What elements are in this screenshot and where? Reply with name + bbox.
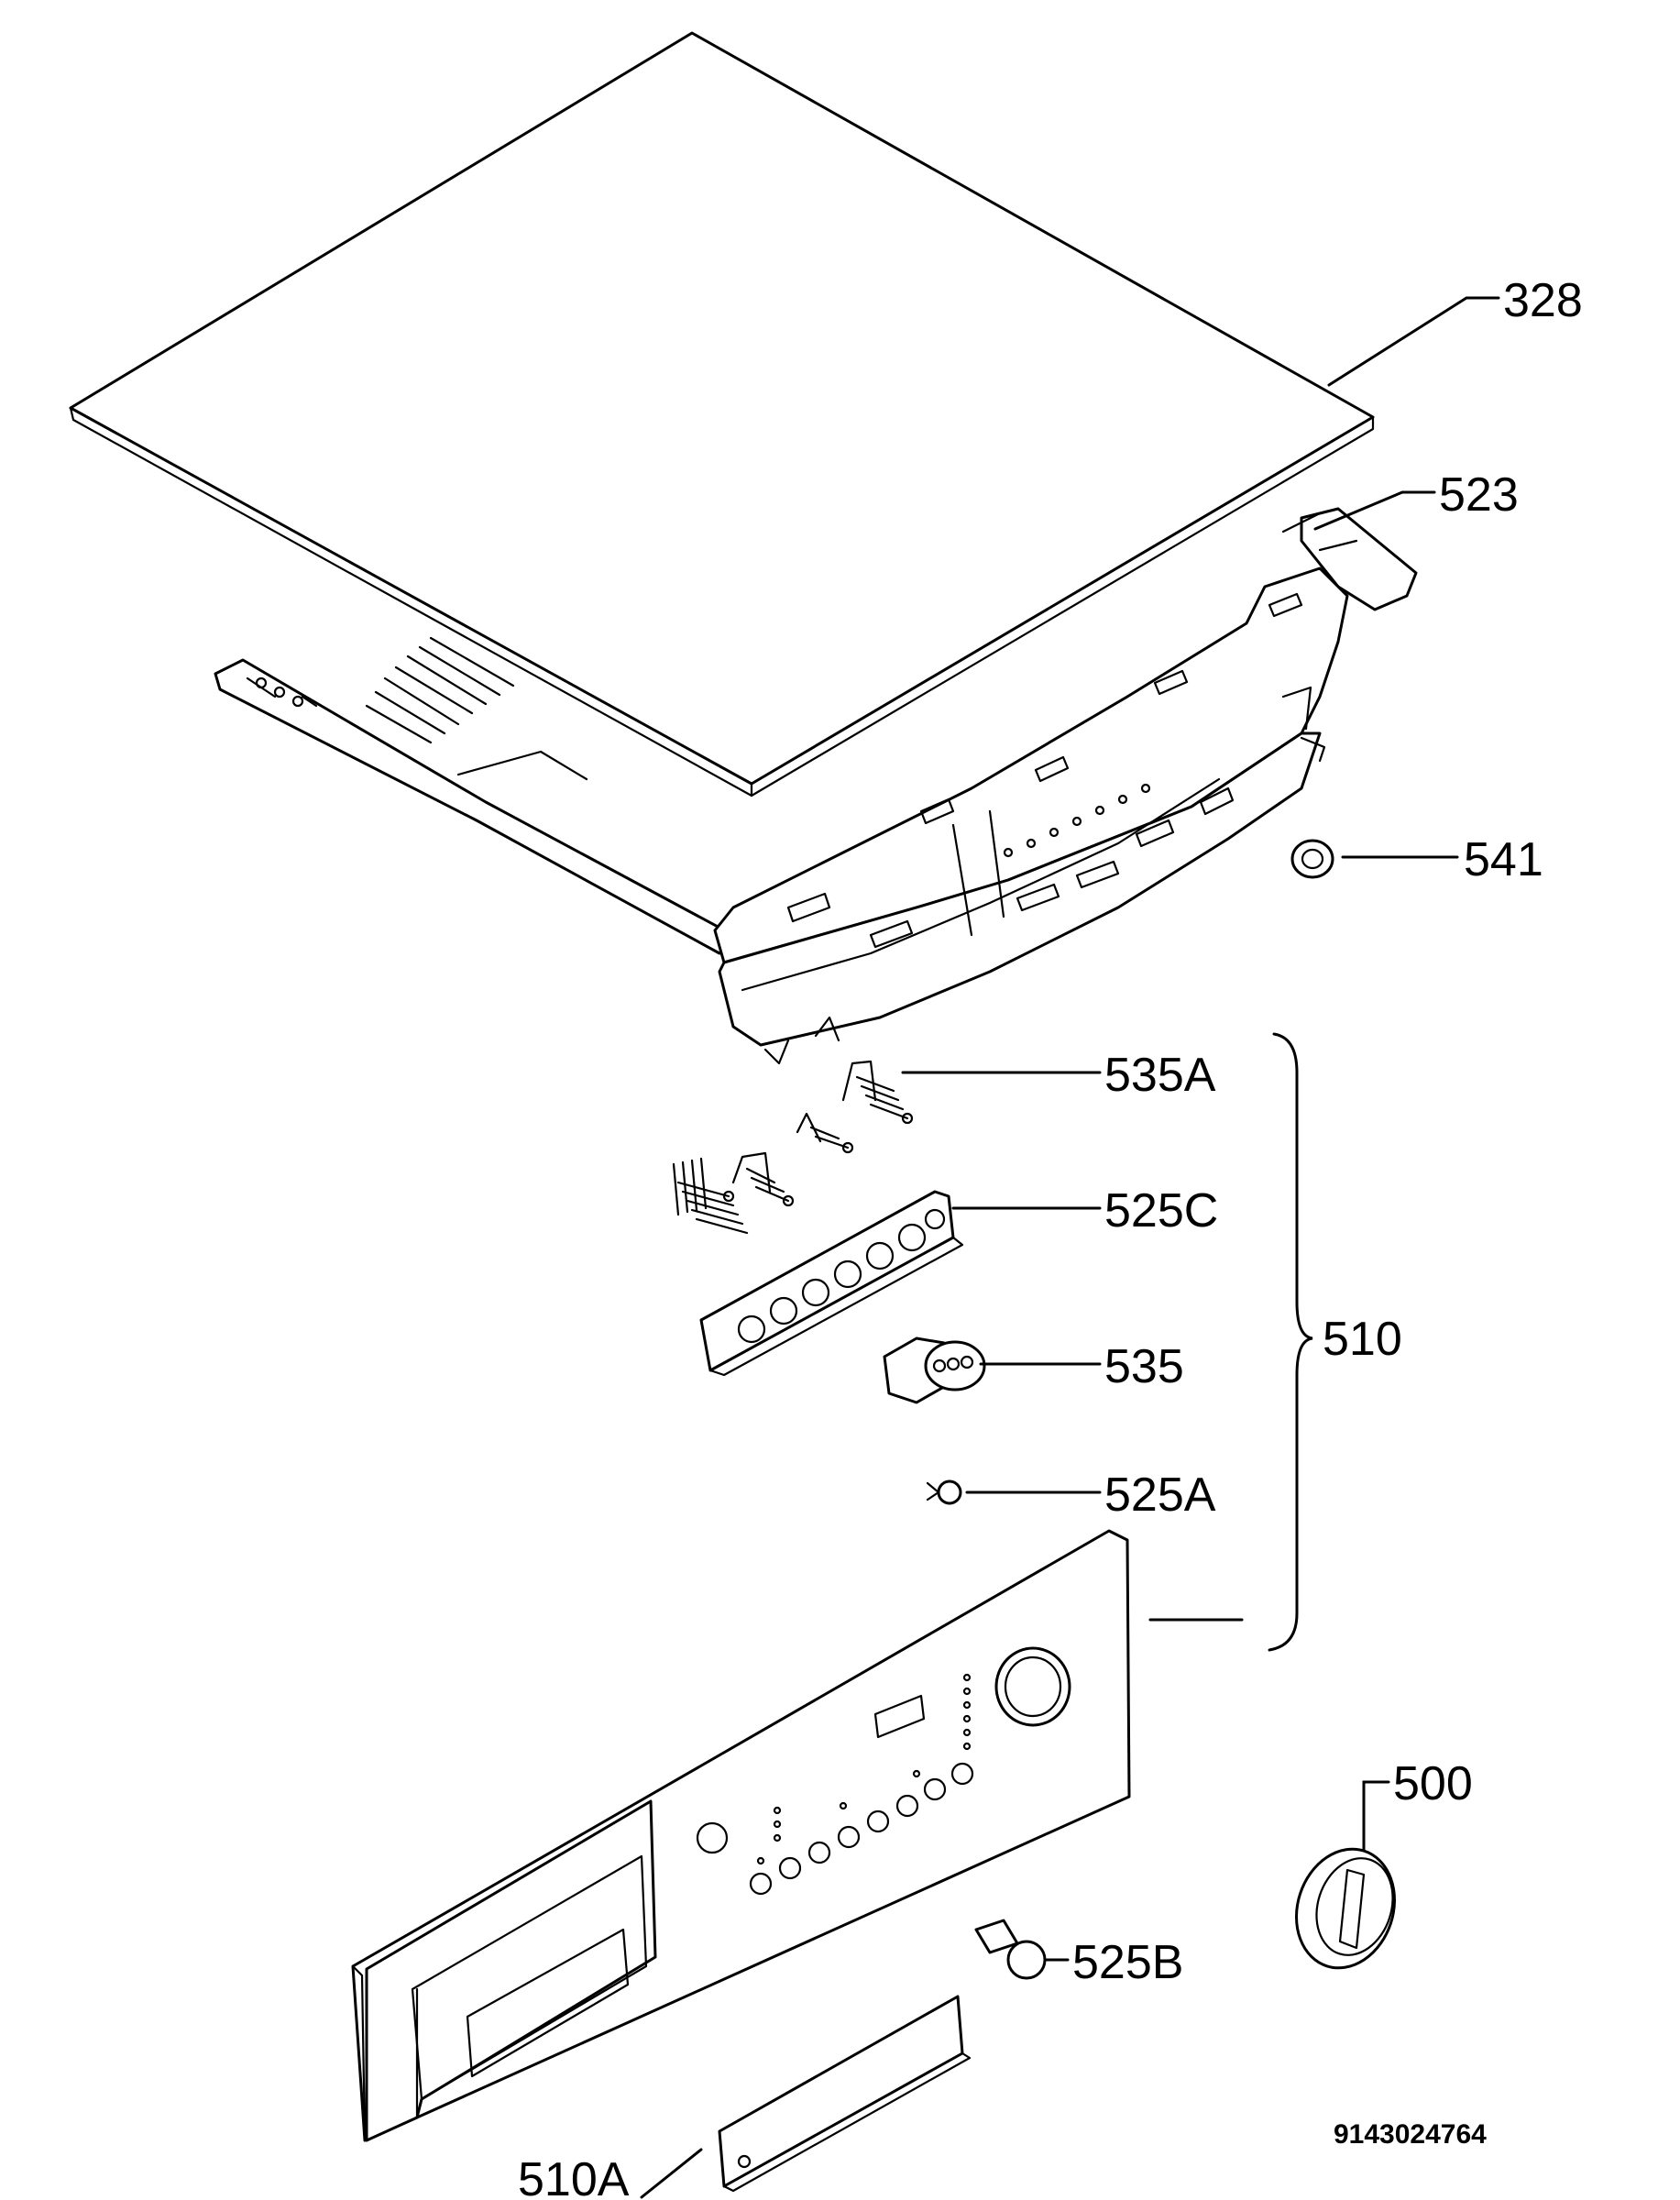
part-535-display (883, 1336, 986, 1404)
part-523-panel-support (214, 507, 1418, 1065)
part-510-control-panel (351, 1529, 1131, 2142)
part-labels: 328 523 541 535A 525C 510 535 525A 500 5… (518, 274, 1583, 2200)
leader-lines (640, 296, 1500, 2199)
label-541: 541 (1464, 833, 1543, 886)
label-523: 523 (1439, 468, 1519, 522)
label-510: 510 (1323, 1313, 1402, 1366)
part-525A-button (926, 1480, 962, 1505)
part-525C-button-carrier (699, 1190, 964, 1377)
part-328-top-cover (69, 31, 1375, 798)
part-541-grommet (1290, 839, 1334, 879)
part-535A-light-pipes (672, 1060, 914, 1235)
label-525C: 525C (1104, 1184, 1218, 1238)
label-525A: 525A (1104, 1468, 1216, 1522)
label-535A: 535A (1104, 1049, 1216, 1102)
label-535: 535 (1104, 1340, 1184, 1393)
part-525B-button (974, 1919, 1047, 1980)
label-328: 328 (1503, 274, 1583, 327)
label-525B: 525B (1072, 1936, 1183, 1989)
part-510A-strip (718, 1995, 972, 2193)
part-500-knob (1295, 1847, 1396, 1970)
label-510A: 510A (518, 2153, 630, 2200)
label-500: 500 (1393, 1757, 1473, 1810)
drawing-number: 9143024764 (1334, 2119, 1487, 2150)
